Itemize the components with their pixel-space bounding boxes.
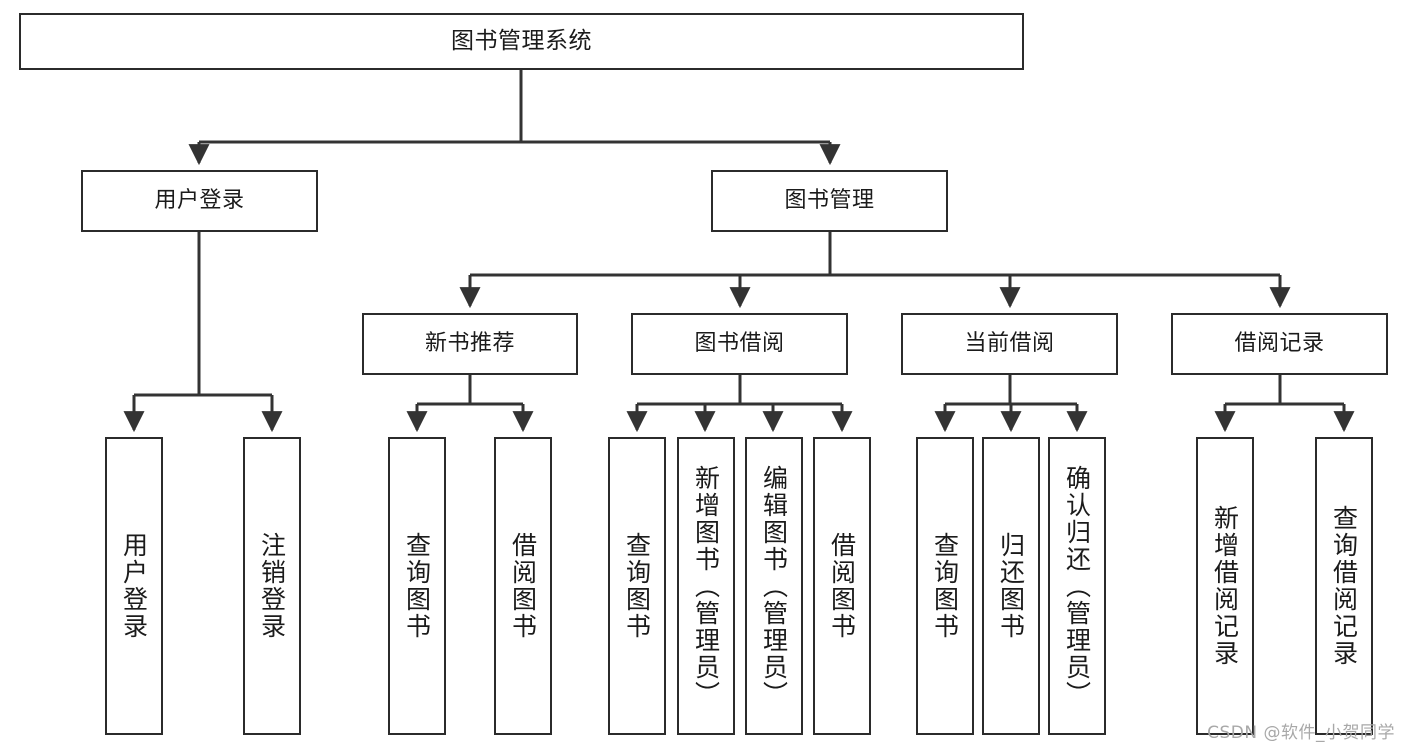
node-current-borrow-label: 当前借阅: [964, 331, 1055, 357]
node-leaf-query-record[interactable]: 查询借阅记录: [1315, 437, 1373, 735]
node-book-manage[interactable]: 图书管理: [711, 170, 948, 232]
node-leaf-add-record-label: 新增借阅记录: [1210, 505, 1240, 667]
node-leaf-query-record-label: 查询借阅记录: [1329, 505, 1359, 667]
node-book-manage-label: 图书管理: [784, 188, 875, 214]
node-leaf-user-login-label: 用户登录: [119, 532, 149, 640]
node-root[interactable]: 图书管理系统: [19, 13, 1024, 70]
node-leaf-borrow-book-2[interactable]: 借阅图书: [813, 437, 871, 735]
node-leaf-borrow-book-1[interactable]: 借阅图书: [494, 437, 552, 735]
node-leaf-query-book-2[interactable]: 查询图书: [608, 437, 666, 735]
node-leaf-query-book-1-label: 查询图书: [402, 532, 432, 640]
node-leaf-borrow-book-2-label: 借阅图书: [827, 532, 857, 640]
node-current-borrow[interactable]: 当前借阅: [901, 313, 1118, 375]
node-book-borrow[interactable]: 图书借阅: [631, 313, 848, 375]
node-leaf-edit-book-label: 编辑图书（管理员）: [759, 464, 789, 708]
node-leaf-return-book[interactable]: 归还图书: [982, 437, 1040, 735]
node-leaf-confirm-return[interactable]: 确认归还（管理员）: [1048, 437, 1106, 735]
node-leaf-add-record[interactable]: 新增借阅记录: [1196, 437, 1254, 735]
node-leaf-return-book-label: 归还图书: [996, 532, 1026, 640]
node-new-book-rec-label: 新书推荐: [424, 331, 515, 357]
node-leaf-user-login[interactable]: 用户登录: [105, 437, 163, 735]
node-root-label: 图书管理系统: [451, 27, 592, 54]
node-leaf-query-book-1[interactable]: 查询图书: [388, 437, 446, 735]
node-leaf-add-book-label: 新增图书（管理员）: [691, 464, 721, 708]
node-leaf-borrow-book-1-label: 借阅图书: [508, 532, 538, 640]
node-book-borrow-label: 图书借阅: [694, 331, 785, 357]
node-leaf-query-book-3[interactable]: 查询图书: [916, 437, 974, 735]
node-leaf-query-book-3-label: 查询图书: [930, 532, 960, 640]
node-leaf-confirm-return-label: 确认归还（管理员）: [1062, 464, 1092, 708]
node-borrow-record-label: 借阅记录: [1234, 331, 1325, 357]
node-new-book-rec[interactable]: 新书推荐: [362, 313, 578, 375]
watermark-text: CSDN @软件_小贺同学: [1207, 723, 1395, 743]
node-leaf-logout[interactable]: 注销登录: [243, 437, 301, 735]
node-leaf-add-book[interactable]: 新增图书（管理员）: [677, 437, 735, 735]
node-user-login-label: 用户登录: [154, 188, 245, 214]
node-leaf-logout-label: 注销登录: [257, 532, 287, 640]
node-leaf-query-book-2-label: 查询图书: [622, 532, 652, 640]
node-user-login[interactable]: 用户登录: [81, 170, 318, 232]
node-borrow-record[interactable]: 借阅记录: [1171, 313, 1388, 375]
node-leaf-edit-book[interactable]: 编辑图书（管理员）: [745, 437, 803, 735]
